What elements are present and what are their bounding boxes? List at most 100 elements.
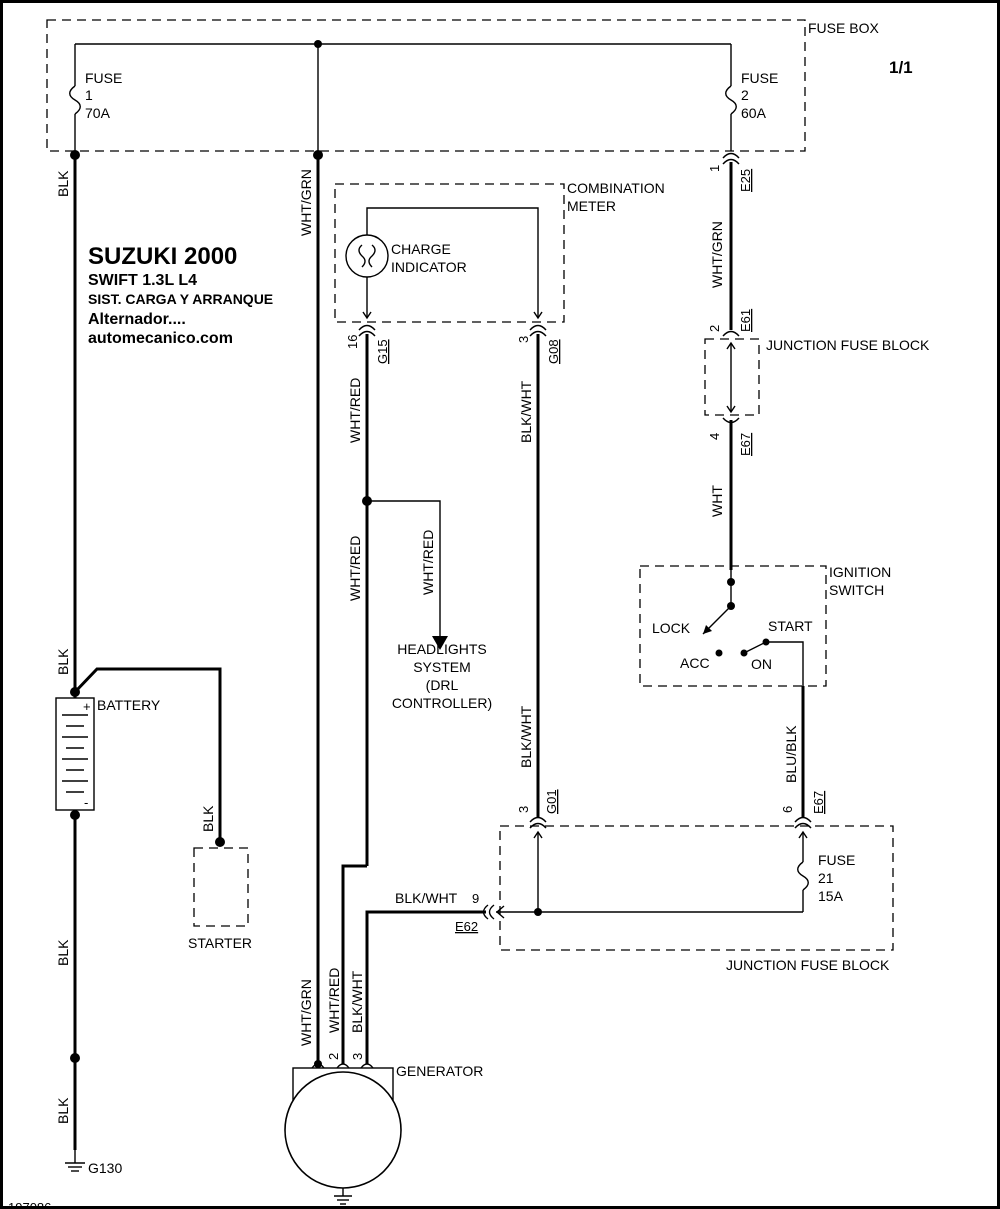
- generator-pin-2: 2: [326, 1053, 341, 1060]
- combination-meter-label-2: METER: [567, 198, 616, 214]
- junction-fuse-block-lower: JUNCTION FUSE BLOCK FUSE 21 15A: [495, 825, 894, 973]
- starter: [193, 847, 249, 927]
- wire-color-blk-2: BLK: [55, 648, 71, 675]
- svg-text:SYSTEM: SYSTEM: [413, 659, 471, 675]
- connector-e25-pin: 1: [707, 165, 722, 172]
- switch-position-start: START: [768, 618, 813, 634]
- battery-label: BATTERY: [97, 697, 161, 713]
- component-label: Alternador....: [88, 311, 186, 328]
- junction-fuse-block-lower-label: JUNCTION FUSE BLOCK: [726, 957, 890, 973]
- combination-meter-outline: [334, 183, 565, 323]
- connector-e67-lower-pin: 6: [780, 806, 795, 813]
- combination-meter-label-1: COMBINATION: [567, 180, 665, 196]
- blk-wht-circuit: BLK/WHT BLK/WHT BLK/WHT BLK/WHT: [349, 334, 540, 1064]
- connector-g08: 3 G08: [516, 324, 561, 364]
- wire-color-wht-grn-3: WHT/GRN: [709, 221, 725, 288]
- connector-e62-id: E62: [455, 919, 478, 934]
- wire-color-wht-grn-1: WHT/GRN: [298, 169, 314, 236]
- connector-g08-id: G08: [546, 339, 561, 364]
- blu-blk-circuit: BLU/BLK: [783, 686, 805, 818]
- switch-position-lock: LOCK: [652, 620, 691, 636]
- ignition-switch: IGNITION SWITCH LOCK ACC ON START: [639, 564, 891, 687]
- connector-e62: 9 E62: [455, 891, 495, 934]
- connector-e67-lower-id: E67: [811, 791, 826, 814]
- wire-color-wht-red-2: WHT/RED: [347, 536, 363, 601]
- wire-color-blu-blk: BLU/BLK: [783, 725, 799, 783]
- headlights-system-label: HEADLIGHTS SYSTEM (DRL CONTROLLER): [392, 641, 492, 711]
- generator: 2 3 GENERATOR: [284, 1053, 483, 1205]
- svg-text:(DRL: (DRL: [426, 677, 459, 693]
- fuse-box: FUSE BOX FUSE 1 70A FUSE 2 60A: [46, 19, 879, 152]
- connector-e67-upper-pin: 4: [707, 433, 722, 440]
- wht-red-circuit: WHT/RED WHT/RED WHT/RED WHT/RED HEADLIGH…: [326, 334, 492, 1064]
- fuse-2-name: FUSE: [741, 70, 778, 86]
- charge-indicator-lamp: [345, 234, 389, 278]
- battery-positive: +: [83, 699, 91, 714]
- fuse-21-name: FUSE: [818, 852, 855, 868]
- figure-code: 197086: [8, 1200, 51, 1209]
- fuse-box-label: FUSE BOX: [808, 20, 879, 36]
- fuse-21-symbol: [797, 861, 809, 891]
- charge-indicator-label-1: CHARGE: [391, 241, 451, 257]
- ignition-switch-outline: [639, 565, 827, 687]
- junction-fuse-block-upper-label: JUNCTION FUSE BLOCK: [766, 337, 930, 353]
- fuse-21-rating: 15A: [818, 888, 844, 904]
- ignition-feed-circuit: 1 E25 WHT/GRN 2 E61 JUNCTION FUSE BLOCK …: [704, 152, 930, 570]
- model-label: SWIFT 1.3L L4: [88, 272, 197, 289]
- connector-e61-id: E61: [738, 309, 753, 332]
- wire-color-blk-wht-1: BLK/WHT: [518, 380, 534, 443]
- junction-fuse-block-lower-outline: [499, 825, 894, 951]
- battery-negative: -: [84, 795, 88, 810]
- ground-symbol: [65, 1150, 85, 1172]
- wire-color-wht-red-4: WHT/RED: [326, 968, 342, 1033]
- combination-meter: COMBINATION METER CHARGE INDICATOR: [334, 180, 665, 323]
- fuse-2-symbol: [725, 85, 737, 115]
- wire-color-wht: WHT: [709, 485, 725, 517]
- title-block: SUZUKI 2000 SWIFT 1.3L L4 SIST. CARGA Y …: [88, 243, 273, 347]
- wht-grn-circuit: WHT/GRN WHT/GRN: [298, 150, 323, 1064]
- wire-color-blk-3: BLK: [55, 939, 71, 966]
- fuse-1-number: 1: [85, 87, 93, 103]
- fuse-1-symbol: [69, 85, 81, 115]
- connector-g15-id: G15: [375, 339, 390, 364]
- connector-e67-lower: 6 E67: [780, 791, 826, 829]
- wire-color-blk-wht-4: BLK/WHT: [349, 970, 365, 1033]
- connector-e25-id: E25: [738, 169, 753, 192]
- connector-g01-id: G01: [544, 789, 559, 814]
- fuse-2-rating: 60A: [741, 105, 767, 121]
- ground-label: G130: [88, 1160, 122, 1176]
- connector-g15-pin: 16: [345, 335, 360, 349]
- fuse-1-name: FUSE: [85, 70, 122, 86]
- connector-g01-pin: 3: [516, 806, 531, 813]
- svg-text:HEADLIGHTS: HEADLIGHTS: [397, 641, 486, 657]
- connector-e62-pin: 9: [472, 891, 479, 906]
- fuse-21-number: 21: [818, 870, 834, 886]
- ignition-switch-label-1: IGNITION: [829, 564, 891, 580]
- charge-indicator-label-2: INDICATOR: [391, 259, 467, 275]
- junction-fuse-block-upper: [704, 338, 760, 416]
- switch-position-on: ON: [751, 656, 772, 672]
- fuse-box-outline: [46, 19, 806, 152]
- website-label: automecanico.com: [88, 330, 233, 347]
- wire-color-blk-wht-2: BLK/WHT: [518, 705, 534, 768]
- generator-body: [284, 1071, 402, 1189]
- fuse-1-rating: 70A: [85, 105, 111, 121]
- wire-color-blk-1: BLK: [55, 170, 71, 197]
- connector-e61-pin: 2: [707, 325, 722, 332]
- page-number: 1/1: [889, 58, 913, 77]
- headlights-arrow: [432, 636, 448, 650]
- battery: + -: [55, 697, 95, 811]
- wire-color-wht-red-1: WHT/RED: [347, 378, 363, 443]
- system-label: SIST. CARGA Y ARRANQUE: [88, 291, 273, 307]
- wire-color-wht-red-3: WHT/RED: [420, 530, 436, 595]
- wire-color-blk-starter: BLK: [200, 805, 216, 832]
- connector-g01: 3 G01: [516, 789, 559, 829]
- connector-g15: 16 G15: [345, 324, 390, 364]
- wire-color-blk-4: BLK: [55, 1097, 71, 1124]
- starter-label: STARTER: [188, 935, 252, 951]
- diagram-title: SUZUKI 2000: [88, 243, 237, 270]
- generator-label: GENERATOR: [396, 1063, 483, 1079]
- connector-g08-pin: 3: [516, 336, 531, 343]
